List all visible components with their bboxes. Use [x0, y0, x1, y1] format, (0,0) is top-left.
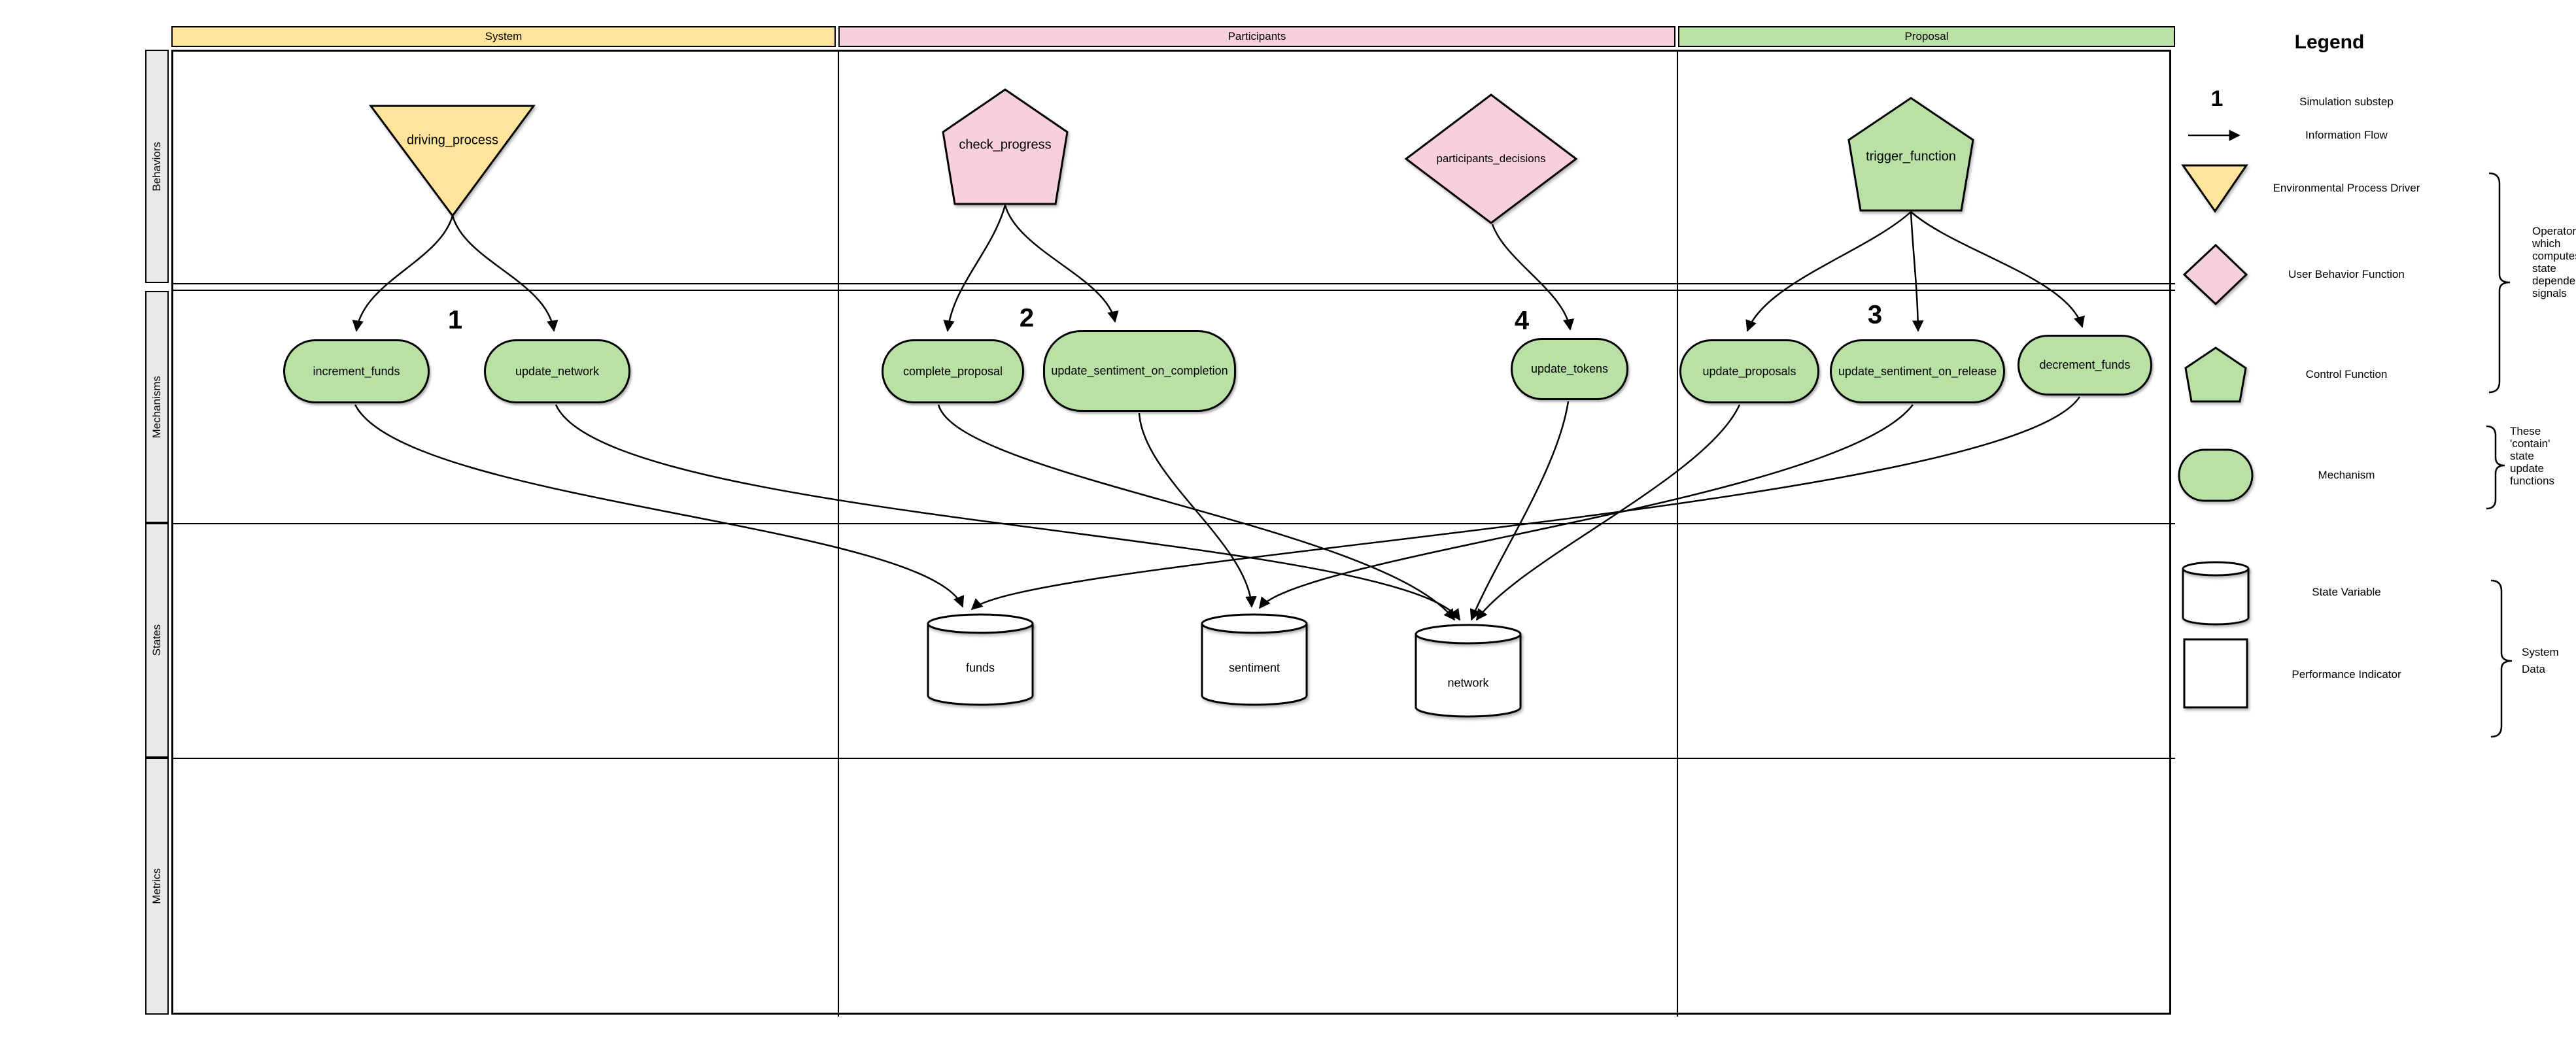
node-trigger-function-label: trigger_function — [1866, 149, 1956, 164]
legend-state-variable-icon — [2182, 561, 2250, 626]
legend-label-mechanism: Mechanism — [2318, 469, 2375, 481]
flow-driving_process-increment_funds — [352, 215, 454, 332]
flow-check_progress-complete_proposal — [943, 205, 1006, 332]
node-complete-proposal[interactable]: complete_proposal — [882, 339, 1024, 403]
node-update-sentiment-on-completion[interactable]: update_sentiment_on_completion — [1043, 330, 1236, 412]
node-check-progress-label: check_progress — [959, 137, 1052, 152]
brace-operators-group — [2488, 172, 2511, 394]
legend-label-environmental-process-driver: Environmental Process Driver — [2273, 182, 2420, 194]
node-participants-decisions-diamond[interactable] — [1404, 93, 1578, 224]
legend-label-state-variable: State Variable — [2312, 586, 2381, 598]
brace-mechanism-group — [2486, 425, 2505, 510]
flow-trigger_function-update_proposals — [1745, 211, 1912, 332]
column-divider-system-participants — [838, 50, 839, 1017]
legend-label-simulation-substep: Simulation substep — [2299, 95, 2394, 108]
flow-increment_funds-funds — [354, 404, 965, 608]
flow-trigger_function-update_sentiment_on_release — [1910, 211, 1924, 332]
legend-control-function-icon — [2184, 346, 2247, 403]
annotation-contain-state-update: These 'contain' state update functions — [2510, 425, 2555, 487]
node-trigger-function-pentagon[interactable] — [1847, 97, 1974, 212]
node-participants-decisions-label: participants_decisions — [1436, 152, 1546, 165]
brace-system-data-group — [2490, 579, 2513, 738]
legend-label-user-behavior-function: User Behavior Function — [2288, 268, 2405, 280]
node-decrement-funds[interactable]: decrement_funds — [2018, 335, 2152, 396]
row-label-mechanisms: Mechanisms — [145, 291, 169, 523]
legend-label-information-flow: Information Flow — [2305, 129, 2388, 141]
node-sentiment-label: sentiment — [1228, 661, 1280, 675]
legend-label-performance-indicator: Performance Indicator — [2292, 668, 2401, 681]
legend-label-control-function: Control Function — [2305, 368, 2388, 380]
legend-user-behavior-function-icon — [2182, 243, 2248, 306]
legend-mechanism-icon — [2178, 448, 2254, 502]
node-update-tokens[interactable]: update_tokens — [1511, 338, 1628, 400]
node-check-progress-pentagon[interactable] — [942, 88, 1069, 205]
annotation-system-data: System Data — [2522, 646, 2559, 675]
legend-substep-number-icon: 1 — [2210, 86, 2224, 111]
substep-number-4: 4 — [1514, 306, 1530, 335]
node-network-label: network — [1447, 676, 1489, 690]
annotation-operators-signals: Operators which computes state dependent… — [2532, 225, 2576, 299]
legend-title: Legend — [2294, 31, 2365, 53]
node-update-network[interactable]: update_network — [484, 339, 630, 403]
flow-trigger_function-decrement_funds — [1910, 211, 2085, 328]
substep-number-2: 2 — [1019, 303, 1035, 333]
node-update-proposals[interactable]: update_proposals — [1679, 339, 1819, 403]
row-divider-mechanisms-states — [171, 523, 2175, 524]
flow-check_progress-update_sentiment_on_completion — [1004, 205, 1119, 323]
flow-update_network-network — [555, 404, 1461, 621]
substep-number-1: 1 — [447, 305, 463, 335]
flow-update_tokens-network — [1469, 401, 1570, 621]
row-divider-behaviors-mechanisms-a — [171, 283, 2175, 284]
flow-complete_proposal-network — [937, 404, 1456, 621]
node-driving-process-triangle[interactable] — [369, 105, 536, 218]
row-label-states: States — [145, 523, 169, 758]
row-label-metrics: Metrics — [145, 758, 169, 1015]
node-driving-process-label: driving_process — [406, 133, 499, 148]
node-funds-label: funds — [965, 661, 995, 675]
node-update-sentiment-on-release[interactable]: update_sentiment_on_release — [1830, 339, 2005, 403]
swimlane-grid-border — [171, 50, 2171, 1015]
flow-driving_process-update_network — [451, 215, 558, 332]
flow-update_proposals-network — [1475, 404, 1741, 621]
row-label-behaviors: Behaviors — [145, 50, 169, 283]
substep-number-3: 3 — [1867, 300, 1883, 329]
flow-decrement_funds-funds — [970, 396, 2081, 611]
legend-environmental-process-driver-icon — [2181, 164, 2248, 213]
flow-update_sentiment_on_completion-sentiment — [1138, 413, 1257, 608]
node-funds-cylinder[interactable] — [927, 613, 1034, 706]
legend-performance-indicator-icon — [2183, 638, 2248, 709]
column-header-participants: Participants — [838, 26, 1675, 47]
column-header-proposal: Proposal — [1678, 26, 2175, 47]
node-increment-funds[interactable]: increment_funds — [283, 339, 430, 403]
column-header-system: System — [171, 26, 836, 47]
node-network-cylinder[interactable] — [1415, 624, 1522, 718]
column-divider-participants-proposal — [1677, 50, 1678, 1017]
flow-participants_decisions-update_tokens — [1491, 224, 1575, 331]
row-divider-states-metrics — [171, 758, 2175, 759]
node-sentiment-cylinder[interactable] — [1201, 613, 1308, 706]
row-divider-behaviors-mechanisms-b — [171, 290, 2175, 291]
flow-update_sentiment_on_release-sentiment — [1258, 404, 1914, 609]
